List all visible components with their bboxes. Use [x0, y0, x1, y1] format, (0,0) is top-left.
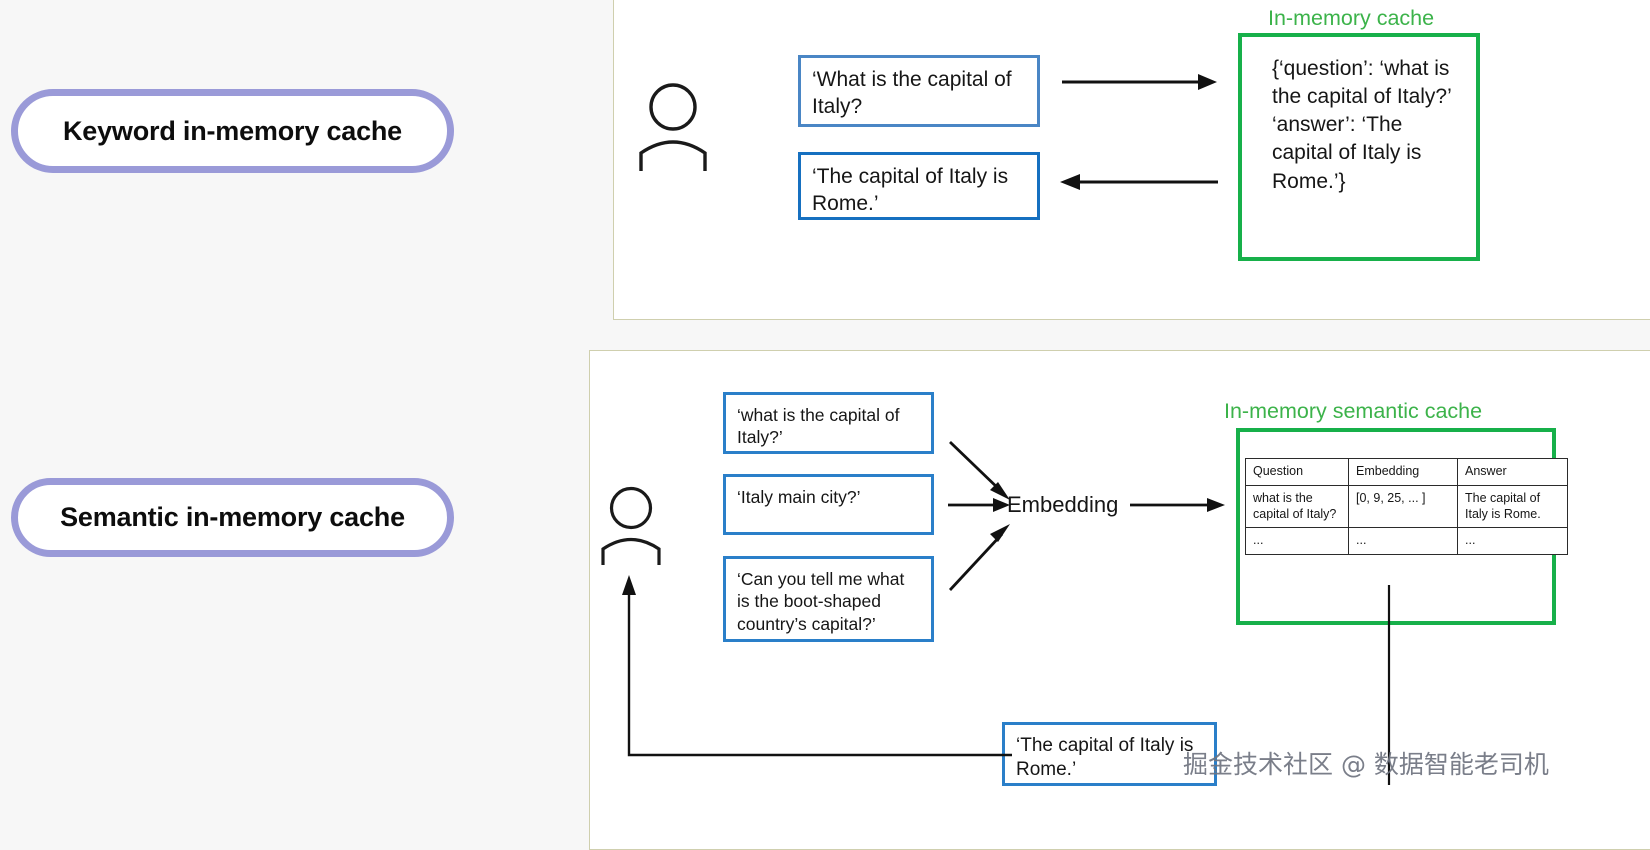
arrow-right-icon	[1062, 70, 1217, 94]
keyword-cache-panel	[613, 0, 1650, 320]
person-icon	[638, 83, 708, 173]
table-cell-question: ...	[1245, 527, 1349, 555]
table-header-answer: Answer	[1457, 458, 1568, 486]
keyword-answer-box: ‘The capital of Italy is Rome.’	[798, 152, 1040, 220]
cache-to-answer-connector	[1386, 585, 1392, 785]
semantic-cache-pill: Semantic in-memory cache	[11, 478, 454, 557]
keyword-cache-content: {‘question’: ‘what is the capital of Ita…	[1272, 57, 1452, 193]
table-cell-embedding: ...	[1348, 527, 1458, 555]
semantic-question-box-1: ‘what is the capital of Italy?’	[723, 392, 934, 454]
person-icon	[600, 486, 662, 567]
table-cell-answer: ...	[1457, 527, 1568, 555]
table-header-question: Question	[1245, 458, 1349, 486]
arrow-left-icon	[1060, 170, 1218, 194]
table-cell-answer: The capital of Italy is Rome.	[1457, 484, 1568, 529]
arrow-right-icon	[1130, 495, 1225, 515]
embedding-label: Embedding	[1007, 492, 1119, 517]
arrow-up-right-icon	[948, 512, 1018, 592]
semantic-answer-text: ‘The capital of Italy is Rome.’	[1016, 735, 1194, 781]
keyword-question-box: ‘What is the capital of Italy?	[798, 55, 1040, 127]
keyword-answer-text: ‘The capital of Italy is Rome.’	[812, 165, 1009, 215]
table-row: ... ... ...	[1245, 527, 1568, 555]
semantic-question-text-2: ‘Italy main city?’	[737, 487, 861, 507]
table-header-row: Question Embedding Answer	[1245, 458, 1568, 486]
keyword-question-text: ‘What is the capital of Italy?	[812, 68, 1012, 118]
arrow-up-icon	[620, 575, 1012, 785]
semantic-question-text-1: ‘what is the capital of Italy?’	[737, 405, 900, 448]
table-cell-question: what is the capital of Italy?	[1245, 484, 1349, 529]
semantic-question-box-3: ‘Can you tell me what is the boot-shaped…	[723, 556, 934, 642]
semantic-cache-title: In-memory semantic cache	[1224, 399, 1483, 423]
arrow-down-right-icon	[948, 440, 1018, 502]
keyword-cache-title: In-memory cache	[1268, 6, 1435, 30]
keyword-cache-box: {‘question’: ‘what is the capital of Ita…	[1238, 33, 1480, 261]
table-header-embedding: Embedding	[1348, 458, 1458, 486]
semantic-question-box-2: ‘Italy main city?’	[723, 474, 934, 535]
semantic-cache-pill-label: Semantic in-memory cache	[60, 502, 405, 532]
table-row: what is the capital of Italy? [0, 9, 25,…	[1245, 484, 1568, 529]
keyword-cache-pill: Keyword in-memory cache	[11, 89, 454, 173]
semantic-cache-table: Question Embedding Answer what is the ca…	[1245, 458, 1568, 555]
semantic-question-text-3: ‘Can you tell me what is the boot-shaped…	[737, 569, 905, 634]
keyword-cache-pill-label: Keyword in-memory cache	[62, 115, 403, 146]
semantic-answer-box: ‘The capital of Italy is Rome.’	[1002, 722, 1217, 786]
arrow-right-icon	[948, 495, 1010, 515]
watermark-text: 掘金技术社区 @ 数据智能老司机	[1183, 750, 1549, 779]
table-cell-embedding: [0, 9, 25, ... ]	[1348, 484, 1458, 529]
